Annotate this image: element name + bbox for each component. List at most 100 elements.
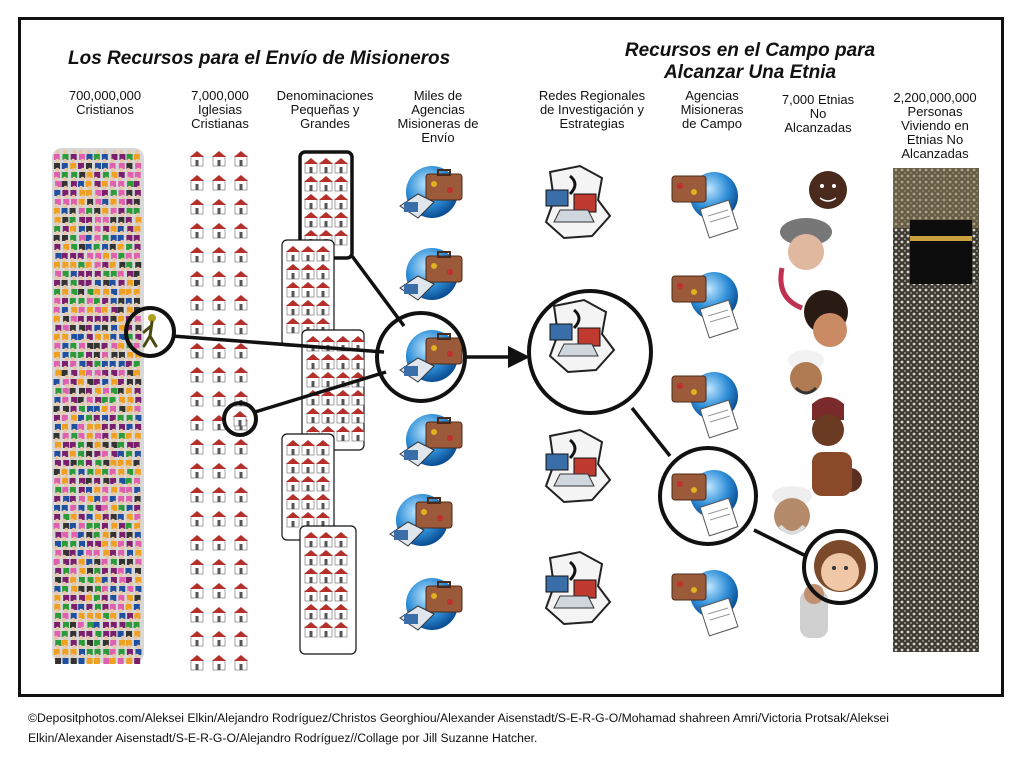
crowd-person-icon (53, 464, 60, 475)
crowd-person-icon (54, 473, 62, 484)
crowd-person-icon (109, 455, 117, 466)
crowd-person-icon (102, 383, 109, 394)
crowd-person-icon (126, 491, 133, 502)
crowd-person-icon (133, 437, 140, 448)
crowd-person-icon (118, 608, 126, 619)
connector-line (630, 406, 672, 458)
crowd-person-icon (134, 221, 141, 232)
header-line: Denominaciones (276, 88, 374, 103)
crowd-person-icon (79, 356, 86, 367)
crowd-person-icon (118, 293, 126, 304)
crowd-person-icon (71, 365, 78, 376)
header-line: Redes Regionales (538, 88, 646, 103)
crowd-person-icon (109, 446, 118, 457)
face-icon (800, 584, 828, 638)
crowd-person-icon (54, 500, 61, 511)
crowd-person-icon (71, 392, 78, 403)
church-icon (189, 630, 205, 647)
church-icon (189, 606, 205, 623)
crowd-person-icon (117, 563, 126, 574)
crowd-person-icon (94, 275, 101, 286)
crowd-person-icon (70, 536, 77, 547)
church-icon (233, 462, 249, 479)
crowd-person-icon (118, 167, 125, 178)
church-icon (233, 318, 249, 335)
church-icon (233, 534, 249, 551)
crowd-person-icon (126, 158, 133, 169)
crowd-person-icon (69, 239, 78, 250)
crowd-person-icon (125, 266, 133, 277)
crowd-person-icon (93, 392, 102, 403)
crowd-person-icon (118, 482, 126, 493)
crowd-person-icon (110, 401, 117, 412)
crowd-person-icon (70, 554, 77, 565)
crowd-person-icon (86, 419, 93, 430)
face-icon (809, 171, 847, 209)
crowd-person-icon (70, 500, 77, 511)
crowd-person-icon (78, 482, 85, 493)
highlight-circle-sending-agency (375, 311, 467, 403)
crowd-column (52, 148, 144, 664)
crowd-person-icon (125, 356, 133, 367)
crowd-person-icon (87, 608, 94, 619)
column-header-sending-agencies: Miles de Agencias Misioneras de Envío (380, 89, 496, 145)
crowd-person-icon (118, 545, 125, 556)
face-icon (778, 218, 832, 311)
crowd-person-icon (101, 500, 110, 511)
church-icon (211, 246, 227, 263)
crowd-person-icon (71, 527, 78, 538)
crowd-person-icon (78, 509, 85, 520)
crowd-person-icon (61, 329, 69, 340)
crowd-person-icon (69, 203, 76, 214)
crowd-person-icon (111, 500, 118, 511)
crowd-person-icon (78, 302, 85, 313)
crowd-person-icon (118, 365, 125, 376)
church-icon (211, 390, 227, 407)
crowd-person-icon (110, 203, 117, 214)
crowd-person-icon (69, 293, 76, 304)
crowd-person-icon (134, 419, 142, 430)
crowd-person-icon (126, 149, 133, 160)
crowd-person-icon (118, 644, 125, 655)
field-agency-icon (671, 271, 739, 339)
crowd-person-icon (103, 626, 110, 637)
crowd-person-icon (70, 608, 77, 619)
crowd-person-icon (125, 455, 133, 466)
church-icon (233, 606, 249, 623)
crowd-person-icon (117, 302, 124, 313)
crowd-person-icon (118, 464, 125, 475)
crowd-person-icon (55, 248, 62, 259)
church-icon (211, 366, 227, 383)
crowd-person-icon (118, 401, 126, 412)
crowd-person-icon (134, 464, 141, 475)
crowd-person-icon (94, 221, 101, 232)
face-icon (814, 540, 866, 592)
crowd-person-icon (93, 410, 100, 421)
highlight-circle-ethnic-group (802, 529, 878, 605)
globe-suitcase-icon (399, 165, 463, 219)
crowd-person-icon (62, 563, 70, 574)
crowd-person-icon (78, 563, 86, 574)
crowd-person-icon (109, 356, 118, 367)
crowd-person-icon (86, 185, 93, 196)
crowd-person-icon (102, 194, 109, 205)
crowd-person-icon (103, 608, 110, 619)
crowd-person-icon (70, 284, 78, 295)
crowd-person-icon (69, 491, 76, 502)
crowd-person-icon (135, 644, 142, 655)
crowd-person-icon (94, 581, 101, 592)
crowd-person-icon (135, 158, 142, 169)
crowd-person-icon (77, 158, 85, 169)
crowd-person-icon (94, 464, 101, 475)
left-title: Los Recursos para el Envío de Misioneros (68, 48, 451, 69)
crowd-person-icon (95, 536, 102, 547)
crowd-person-icon (117, 455, 124, 466)
crowd-person-icon (110, 635, 117, 646)
crowd-person-icon (102, 167, 109, 178)
church-icon (233, 630, 249, 647)
crowd-person-icon (126, 374, 133, 385)
crowd-person-icon (109, 464, 116, 475)
crowd-person-icon (85, 581, 93, 592)
crowd-person-icon (118, 572, 126, 583)
crowd-person-icon (94, 284, 101, 295)
